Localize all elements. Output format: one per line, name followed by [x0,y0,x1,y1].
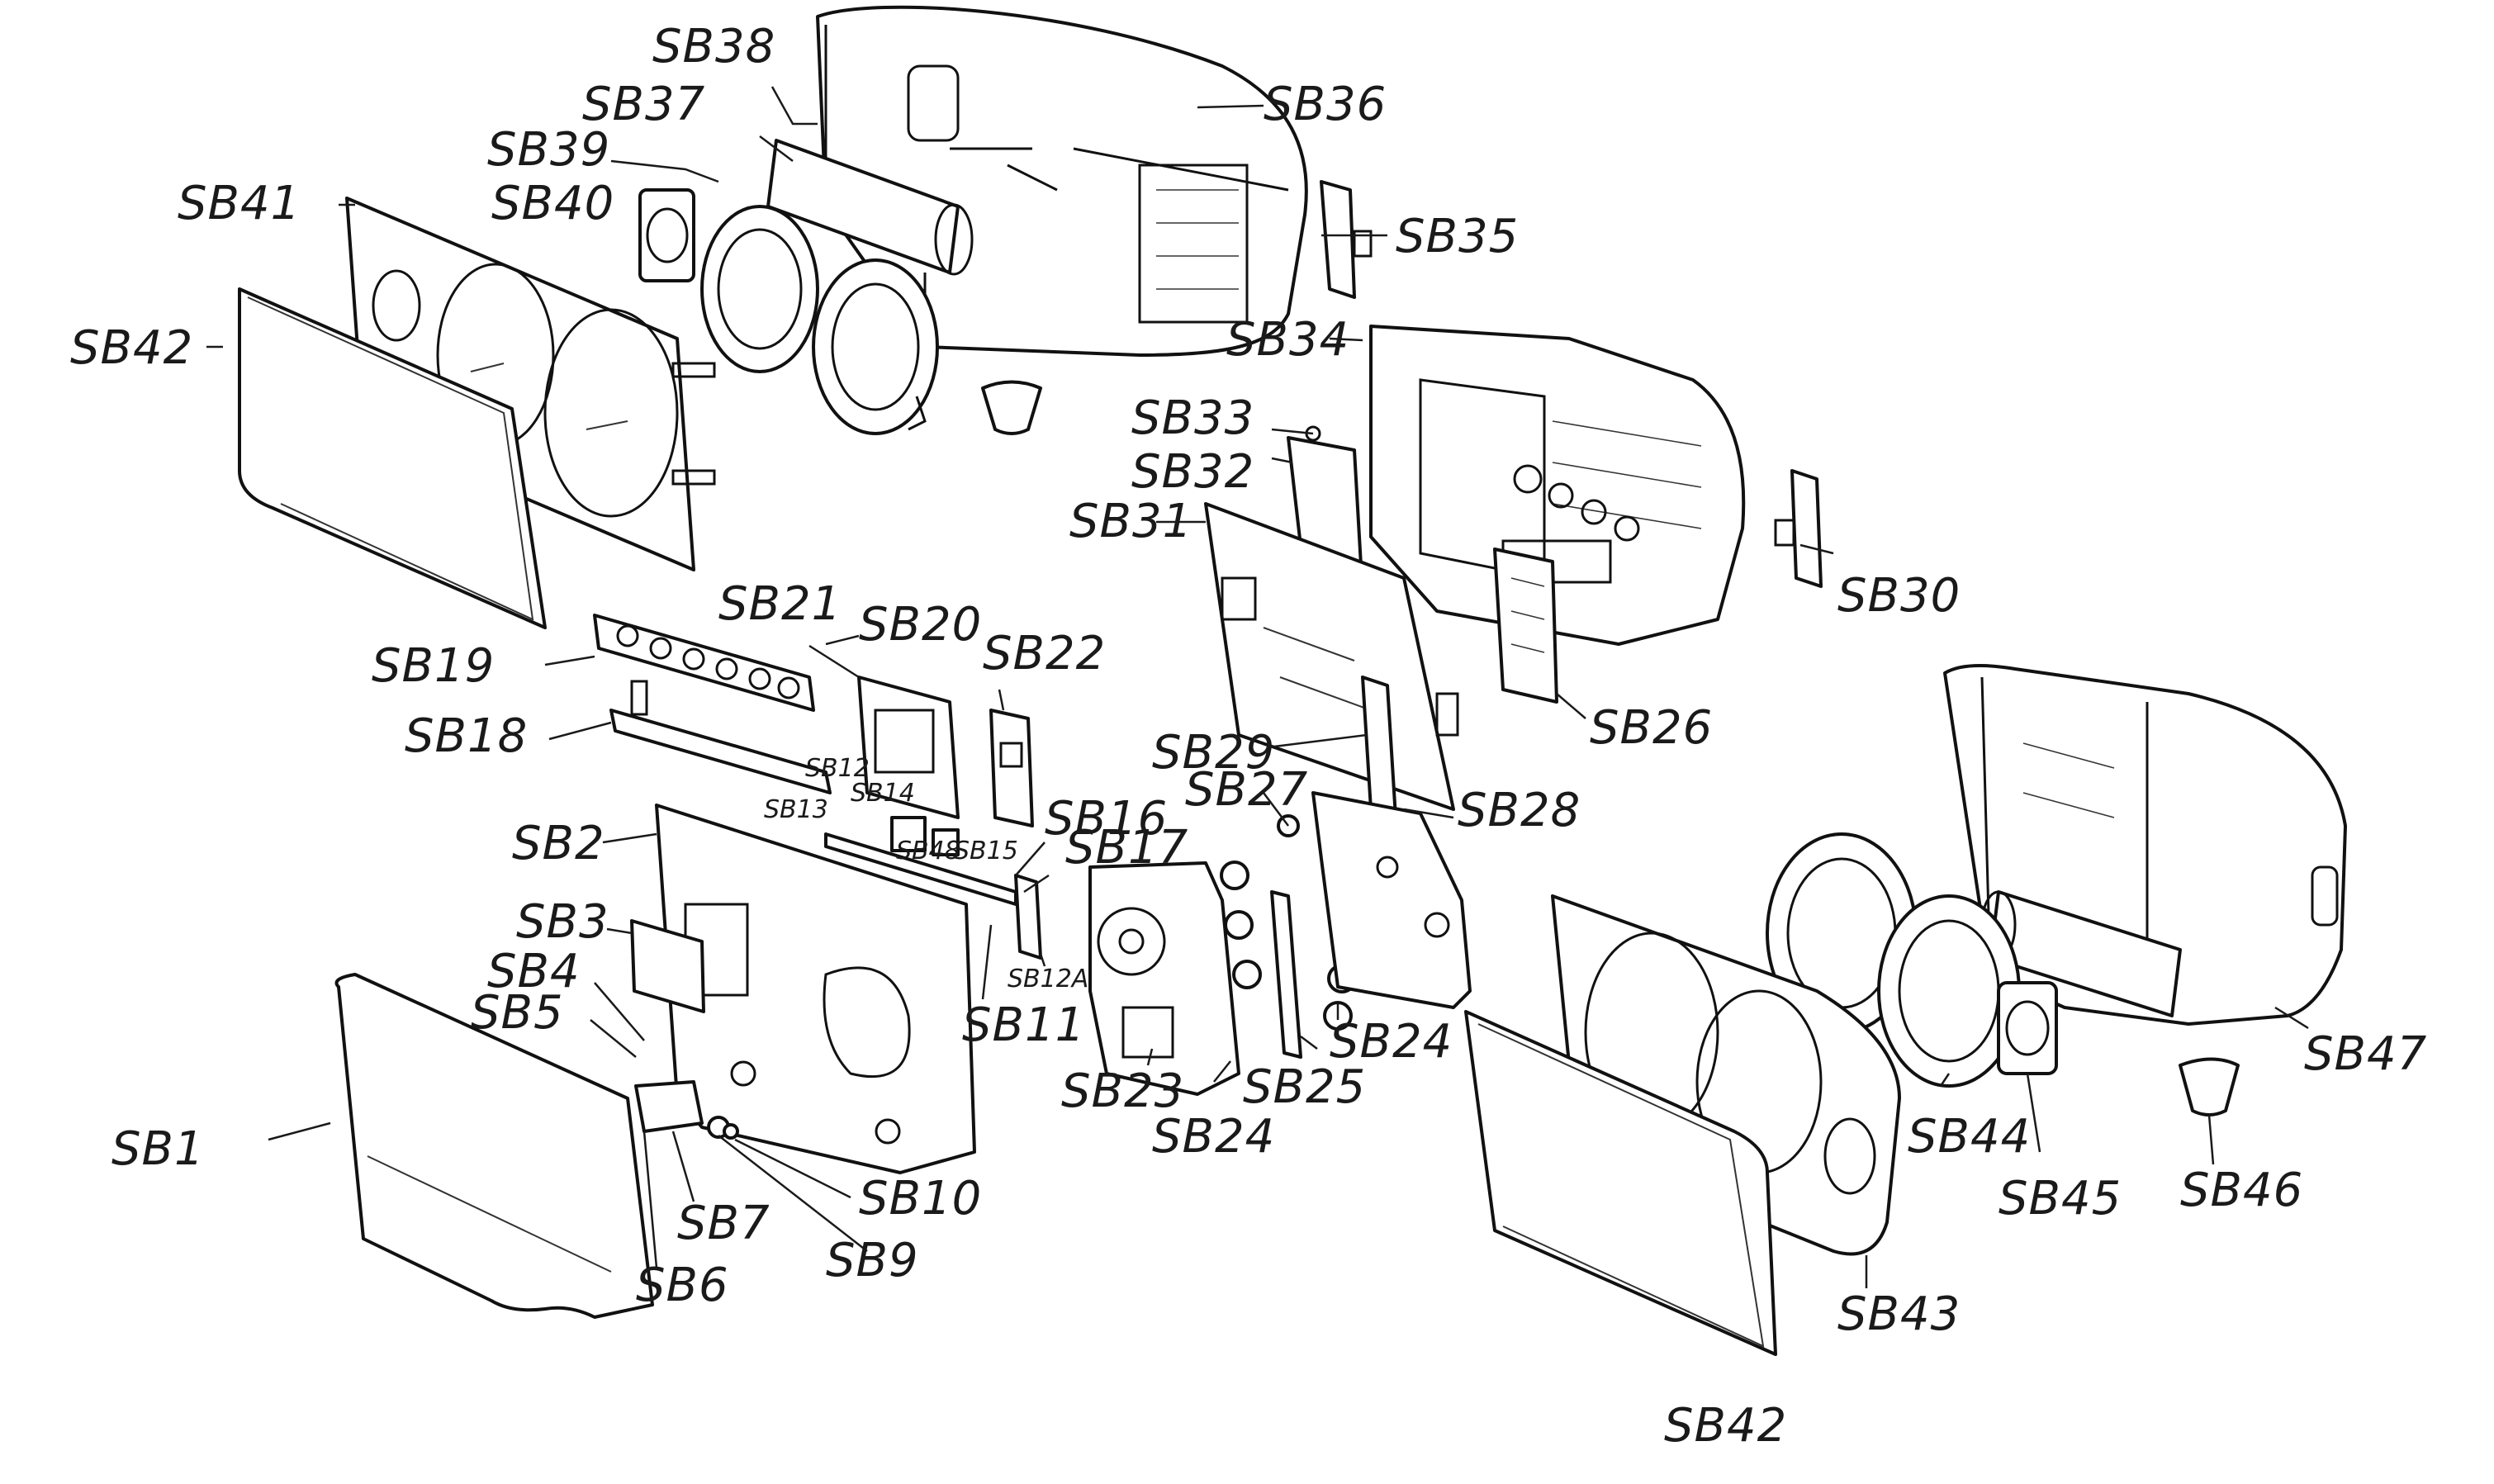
label-sb44: SB44 [1908,1110,2031,1164]
label-sb27: SB27 [1185,763,1308,817]
label-sb5: SB5 [471,986,564,1040]
part-sb19-control-strip [593,614,815,712]
part-sb42-grille-upper [238,287,547,629]
label-sb29: SB29 [1152,726,1275,780]
part-sb22-small-board [989,709,1034,827]
part-sb34-main-chassis [1369,325,1746,646]
label-sb15: SB15 [954,837,1018,865]
label-sb42-lower: SB42 [1664,1399,1787,1453]
leader-lines [206,86,2309,1288]
label-sb32: SB32 [1131,445,1254,499]
label-sb14: SB14 [851,779,915,808]
part-sb30-side-bracket [1774,469,1823,588]
label-sb4: SB4 [487,945,581,998]
label-sb10: SB10 [859,1172,982,1226]
label-sb6: SB6 [636,1259,729,1312]
label-sb37: SB37 [582,78,705,131]
label-sb40: SB40 [491,177,614,230]
part-sb14-connector [890,816,960,856]
part-sb3-window [630,919,705,1013]
part-sb1-front-cover [334,973,654,1319]
label-sb39: SB39 [487,123,610,177]
label-sb9: SB9 [826,1234,919,1287]
label-sb12: SB12 [805,754,870,783]
label-sb41: SB41 [178,177,301,230]
part-labels: SB38 SB37 SB36 SB39 SB41 SB40 SB35 SB42 … [70,20,2427,1453]
label-sb24-lower: SB24 [1152,1110,1275,1164]
label-sb48: SB48 [896,837,960,865]
label-sb34: SB34 [1226,313,1349,367]
label-sb20: SB20 [859,598,982,652]
part-sb37-port-tube [766,139,974,276]
part-sb35-bracket [1320,180,1373,299]
label-sb33: SB33 [1131,391,1254,445]
label-sb30: SB30 [1837,569,1961,623]
label-sb38: SB38 [652,20,775,73]
label-sb47: SB47 [2304,1027,2427,1081]
label-sb25: SB25 [1243,1060,1366,1114]
label-sb23: SB23 [1061,1064,1184,1118]
label-sb19: SB19 [372,639,495,693]
label-sb42-upper: SB42 [70,321,193,375]
part-sb18-board [609,680,832,794]
label-sb18: SB18 [405,709,528,763]
part-sb39-woofers [700,205,939,435]
label-sb22: SB22 [983,627,1106,680]
label-sb16: SB16 [1045,792,1168,846]
label-sb7: SB7 [677,1197,770,1250]
part-sb45-tweeter [1997,981,2058,1075]
part-sb42-grille-lower [1464,1010,1777,1356]
part-sb26-heatsink [1493,548,1558,704]
part-sb25-bar [1270,890,1302,1059]
part-sb23-cd-mechanism [1088,861,1240,1096]
label-sb46: SB46 [2180,1164,2303,1217]
label-sb11: SB11 [962,998,1085,1052]
label-sb36: SB36 [1264,78,1387,131]
label-sb35: SB35 [1396,210,1519,263]
label-sb13: SB13 [764,795,828,824]
part-sb40-tweeter [638,188,695,282]
label-sb43: SB43 [1837,1287,1961,1341]
part-sb7-knob-assembly [634,1080,739,1140]
label-sb1: SB1 [111,1122,205,1176]
label-sb21: SB21 [718,577,842,631]
label-sb26: SB26 [1590,701,1713,755]
part-sb28-bracket-plate [1277,791,1472,1009]
label-sb2: SB2 [512,817,605,870]
label-sb12a: SB12A [1008,965,1088,993]
label-sb28: SB28 [1458,784,1581,837]
part-sb11-rail [824,832,1042,960]
part-foot-upper [981,380,1042,435]
label-sb31: SB31 [1069,495,1192,548]
label-sb45: SB45 [1999,1172,2122,1226]
label-sb3: SB3 [516,895,609,949]
label-sb24-upper: SB24 [1330,1015,1453,1069]
label-sb17: SB17 [1065,821,1188,875]
part-sb46-foot [2179,1057,2240,1117]
part-sb20-display-module [857,676,960,819]
